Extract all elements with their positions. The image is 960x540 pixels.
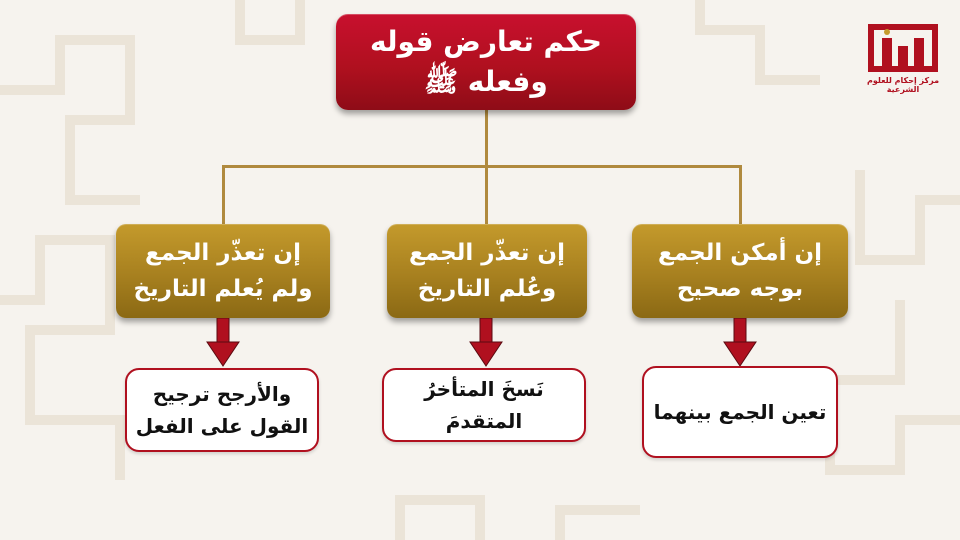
down-arrow-icon-right (723, 318, 757, 367)
branch-result-2-line-1: نَسخَ المتأخرُ المتقدمَ (424, 377, 544, 433)
connector-trunk (485, 110, 488, 166)
branch-result-3-line-2: القول على الفعل (135, 414, 309, 438)
down-arrow-icon-left (206, 318, 240, 367)
branch-result-1-line-1: تعين الجمع بينهما (653, 400, 827, 424)
branch-heading-2-line-1: إن تعذّر الجمع (409, 240, 565, 266)
connector-right (739, 165, 742, 225)
branch-heading-2-line-2: وعُلم التاريخ (417, 276, 557, 302)
connector-left (222, 165, 225, 225)
branch-heading-3-line-1: إن تعذّر الجمع (145, 240, 301, 266)
branch-heading-3: إن تعذّر الجمع ولم يُعلم التاريخ (116, 224, 330, 318)
logo-caption: مركز إحكام للعلوم الشرعية (866, 76, 940, 94)
title-box: حكم تعارض قوله وفعله ﷺ (336, 14, 636, 110)
title-line-2: وفعله ﷺ (424, 65, 548, 98)
branch-heading-1-line-2: بوجه صحيح (676, 276, 804, 302)
branch-heading-2: إن تعذّر الجمع وعُلم التاريخ (387, 224, 587, 318)
connector-horizontal (222, 165, 742, 168)
ihkam-logo (868, 24, 938, 72)
connector-middle (485, 165, 488, 225)
branch-result-2: نَسخَ المتأخرُ المتقدمَ (382, 368, 586, 442)
title-line-1: حكم تعارض قوله (370, 25, 602, 58)
branch-result-1: تعين الجمع بينهما (642, 366, 838, 458)
branch-heading-1: إن أمكن الجمع بوجه صحيح (632, 224, 848, 318)
branch-heading-1-line-1: إن أمكن الجمع (658, 240, 822, 266)
branch-result-3-line-1: والأرجح ترجيح (152, 382, 292, 406)
branch-heading-3-line-2: ولم يُعلم التاريخ (133, 276, 313, 302)
branch-result-3: والأرجح ترجيح القول على الفعل (125, 368, 319, 452)
down-arrow-icon-middle (469, 318, 503, 367)
